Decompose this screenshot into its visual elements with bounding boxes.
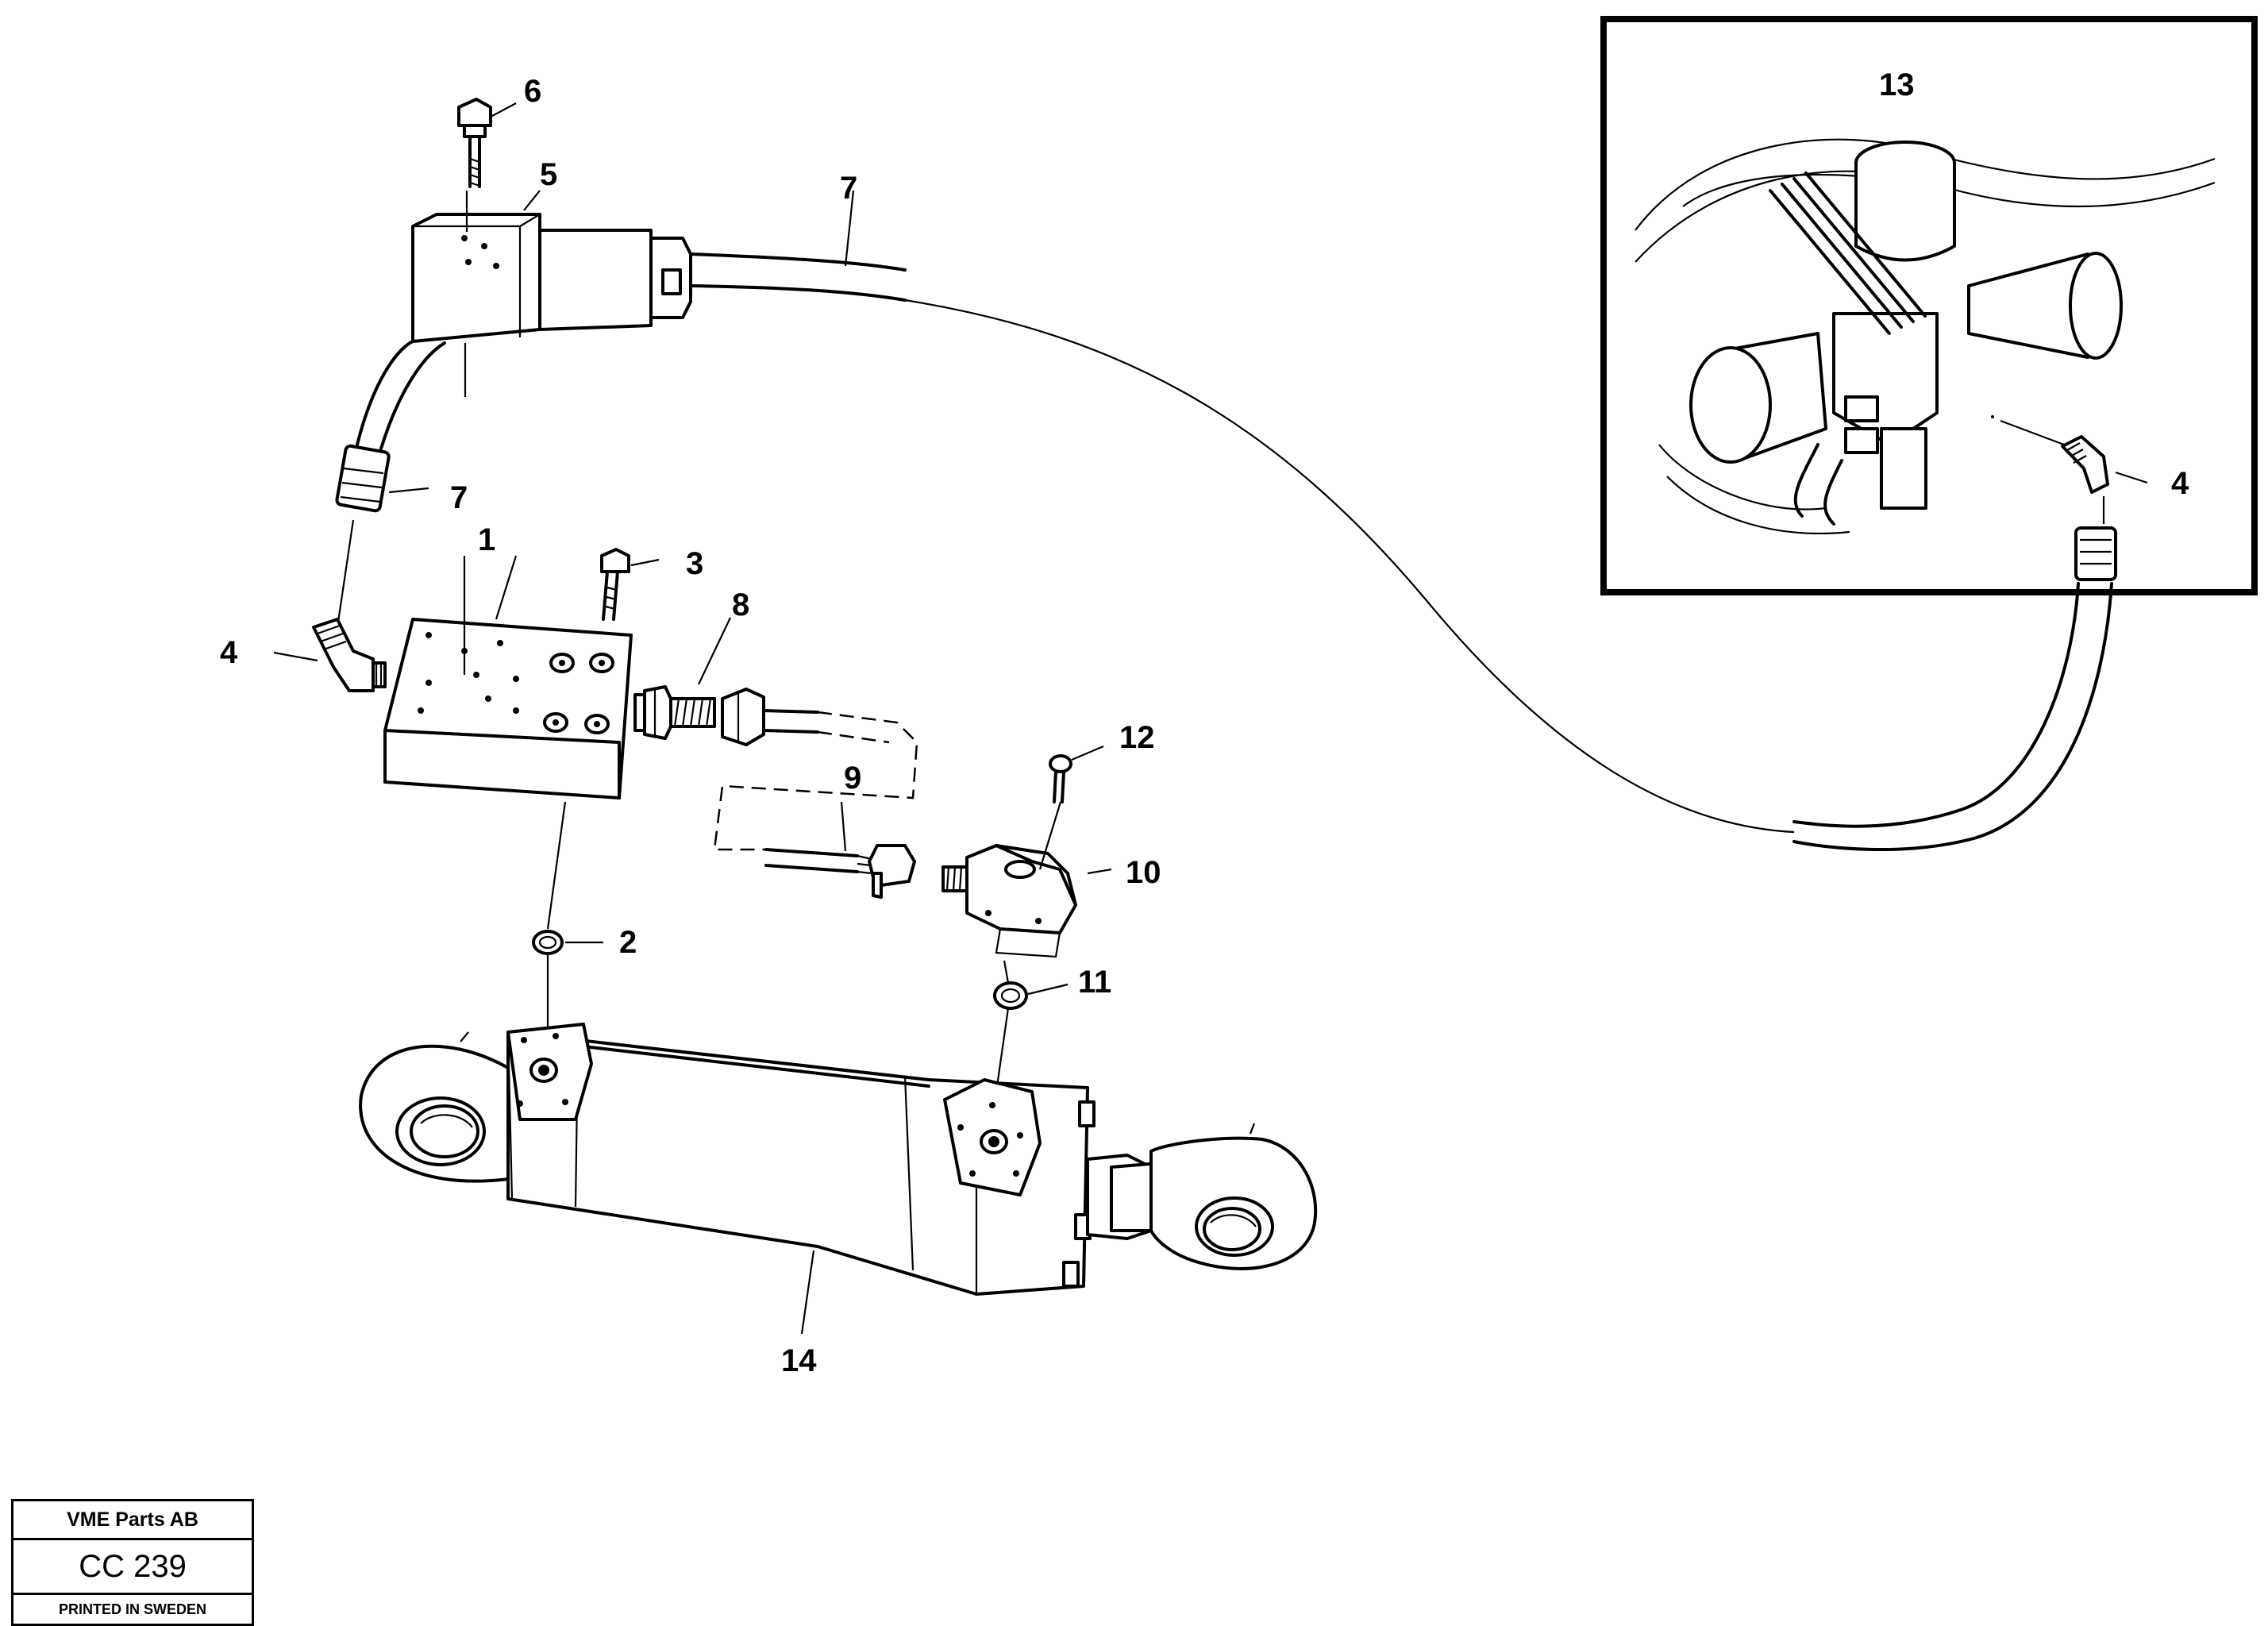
callout-labels: 1 2 3 4 4 5 6 7 7 8 9 10 11 12 13 14 xyxy=(220,67,2189,1378)
callout-6: 6 xyxy=(524,74,541,109)
bolt-3 xyxy=(600,548,660,621)
flange-10 xyxy=(941,844,1112,958)
callout-10: 10 xyxy=(1126,855,1161,890)
callout-11: 11 xyxy=(1078,965,1111,1000)
callout-13: 13 xyxy=(1879,67,1915,102)
bolt-6 xyxy=(457,98,517,188)
diagram-code: CC 239 xyxy=(13,1540,252,1595)
callout-4-right: 4 xyxy=(2171,466,2189,501)
oring-11 xyxy=(993,960,1069,1092)
callout-2: 2 xyxy=(619,925,637,960)
title-block: VME Parts AB CC 239 PRINTED IN SWEDEN xyxy=(11,1499,254,1626)
callout-8: 8 xyxy=(732,588,749,622)
callout-4-left: 4 xyxy=(220,635,238,670)
valve-block-1 xyxy=(383,555,633,930)
cylinder-14 xyxy=(359,1023,1318,1335)
printed-note: PRINTED IN SWEDEN xyxy=(58,1601,206,1617)
company-name: VME Parts AB xyxy=(13,1501,252,1540)
callout-7-top: 7 xyxy=(840,171,857,206)
fitting-8 xyxy=(633,617,731,740)
callout-7-left: 7 xyxy=(450,480,468,515)
callout-12: 12 xyxy=(1119,720,1155,755)
callout-3: 3 xyxy=(686,546,703,581)
inset-detail xyxy=(1600,16,2258,595)
callout-5: 5 xyxy=(540,157,557,192)
callout-9: 9 xyxy=(844,761,861,796)
callout-1: 1 xyxy=(478,522,495,557)
hose-7-short xyxy=(335,340,467,628)
solenoid-block-5 xyxy=(411,190,692,343)
hose-right xyxy=(1792,496,2117,851)
hose-7-long xyxy=(689,190,1795,834)
bolt-12 xyxy=(1038,745,1104,870)
callout-14: 14 xyxy=(781,1343,817,1378)
pipe-9 xyxy=(713,688,918,899)
elbow-4-left xyxy=(273,618,387,692)
